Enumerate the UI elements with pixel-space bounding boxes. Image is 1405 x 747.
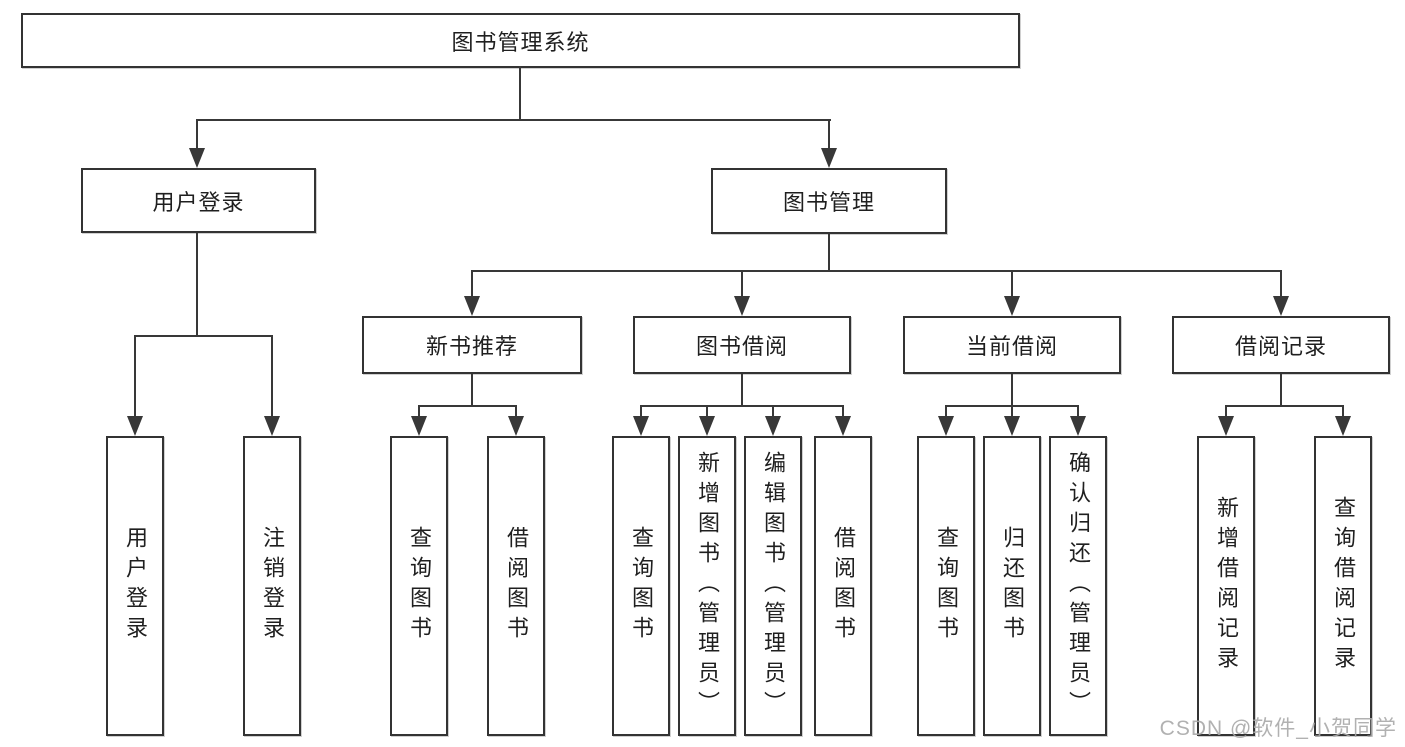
arrow-cur-confirm-return [1070,416,1086,436]
connector-cur-leaf3-stem [1077,405,1079,418]
leaf-records-add-record: 新增借阅记录 [1197,436,1255,736]
node-root-library-system: 图书管理系统 [21,13,1020,68]
leaf-recommend-query-book: 查询图书 [390,436,448,736]
connector-current-stem [1011,374,1013,405]
connector-bor-leaf2-stem [706,405,708,418]
node-current-borrowing: 当前借阅 [903,316,1121,374]
connector-to-user-login-stem [196,119,198,150]
leaf-borrow-borrow-book: 借阅图书 [814,436,872,736]
connector-bor-leaf1-stem [640,405,642,418]
arrow-to-book-mgmt [821,148,837,168]
arrow-to-borrowing [734,296,750,316]
arrow-bor-borrow-book [835,416,851,436]
connector-cur-leaf1-stem [945,405,947,418]
arrow-rec-borrow-book [508,416,524,436]
leaf-borrow-edit-book-admin: 编辑图书（管理员） [744,436,802,736]
node-book-borrowing: 图书借阅 [633,316,851,374]
leaf-borrow-add-book-admin: 新增图书（管理员） [678,436,736,736]
arrow-bor-edit-book [765,416,781,436]
arrow-cur-return-book [1004,416,1020,436]
connector-user-login-stem [196,233,198,335]
arrow-to-recommend [464,296,480,316]
arrow-bor-add-book [699,416,715,436]
connector-borrowing-stem [741,374,743,405]
leaf-recommend-borrow-book: 借阅图书 [487,436,545,736]
leaf-logout: 注销登录 [243,436,301,736]
leaf-borrow-query-book: 查询图书 [612,436,670,736]
leaf-current-query-book: 查询图书 [917,436,975,736]
arrow-cur-query-book [938,416,954,436]
arrow-to-records [1273,296,1289,316]
connector-to-leaf-login-stem [134,335,136,417]
connector-recommend-stem [471,374,473,405]
leaf-records-query-record: 查询借阅记录 [1314,436,1372,736]
arrow-bor-query-book [633,416,649,436]
connector-records-stem [1280,374,1282,405]
node-borrow-records: 借阅记录 [1172,316,1390,374]
arrow-to-user-login [189,148,205,168]
connector-to-records-stem [1280,270,1282,297]
connector-rec-leaf2-stem [515,405,517,418]
leaf-current-return-book: 归还图书 [983,436,1041,736]
connector-recommend-rail [418,405,517,407]
connector-records-rail [1225,405,1344,407]
arrow-to-leaf-logout [264,416,280,436]
connector-cur-leaf2-stem [1011,405,1013,418]
connector-to-current-stem [1011,270,1013,297]
connector-bor-leaf4-stem [842,405,844,418]
connector-to-borrowing-stem [741,270,743,297]
arrow-recd-query-record [1335,416,1351,436]
connector-borrowing-rail [640,405,844,407]
arrow-recd-add-record [1218,416,1234,436]
connector-rec-leaf1-stem [418,405,420,418]
connector-to-leaf-logout-stem [271,335,273,417]
connector-recd-leaf1-stem [1225,405,1227,418]
leaf-user-login: 用户登录 [106,436,164,736]
csdn-watermark: CSDN @软件_小贺同学 [1159,717,1397,740]
connector-recd-leaf2-stem [1342,405,1344,418]
connector-to-recommend-stem [471,270,473,297]
arrow-rec-query-book [411,416,427,436]
node-user-login: 用户登录 [81,168,316,233]
arrow-to-current [1004,296,1020,316]
connector-to-book-mgmt-stem [828,119,830,150]
connector-root-stem [519,66,521,119]
connector-level2-rail [197,119,831,121]
connector-book-mgmt-stem [828,234,830,270]
node-book-management: 图书管理 [711,168,947,234]
connector-level3-rail [471,270,1282,272]
node-new-book-recommend: 新书推荐 [362,316,582,374]
connector-bor-leaf3-stem [772,405,774,418]
arrow-to-leaf-login [127,416,143,436]
leaf-current-confirm-return-admin: 确认归还（管理员） [1049,436,1107,736]
connector-user-login-rail [134,335,273,337]
